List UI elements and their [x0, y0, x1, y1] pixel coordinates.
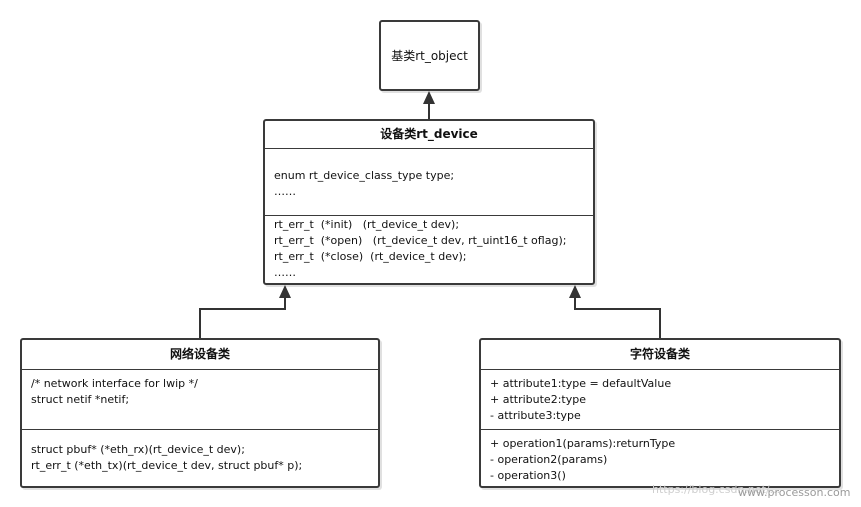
operation-line: + operation1(params):returnType [490, 437, 676, 450]
operations-section: struct pbuf* (*eth_rx)(rt_device_t dev);… [22, 438, 378, 478]
attribute-line: + attribute1:type = defaultValue [490, 377, 672, 390]
class-title: 基类rt_object [391, 49, 468, 63]
operation-line: struct pbuf* (*eth_rx)(rt_device_t dev); [31, 443, 245, 456]
attributes-section: + attribute1:type = defaultValue + attri… [481, 372, 839, 428]
attributes-section: enum rt_device_class_type type; …… [265, 164, 593, 204]
operation-line: …… [274, 266, 296, 279]
attribute-line: - attribute3:type [490, 409, 581, 422]
watermark-site: www.processon.com [738, 486, 851, 499]
operation-line: - operation2(params) [490, 453, 608, 466]
operation-line: rt_err_t (*close) (rt_device_t dev); [274, 250, 467, 263]
divider [265, 148, 593, 149]
divider [22, 429, 378, 430]
operation-line: rt_err_t (*eth_tx)(rt_device_t dev, stru… [31, 459, 303, 472]
operations-section: rt_err_t (*init) (rt_device_t dev); rt_e… [265, 215, 593, 285]
attribute-line: enum rt_device_class_type type; [274, 169, 455, 182]
divider [265, 215, 593, 216]
class-char-device[interactable]: 字符设备类 + attribute1:type = defaultValue +… [479, 338, 841, 488]
attribute-line: …… [274, 185, 296, 198]
attribute-line: /* network interface for lwip */ [31, 377, 198, 390]
divider [481, 369, 839, 370]
class-title: 设备类rt_device [380, 127, 478, 141]
divider [22, 369, 378, 370]
arrowhead-device-left [279, 285, 291, 298]
divider [481, 429, 839, 430]
class-rt-device[interactable]: 设备类rt_device enum rt_device_class_type t… [263, 119, 595, 285]
operation-line: rt_err_t (*init) (rt_device_t dev); [274, 218, 460, 231]
class-title: 网络设备类 [169, 347, 230, 361]
watermark-faded: https://blog.csdn.net/... [652, 483, 781, 496]
attribute-line: struct netif *netif; [31, 393, 130, 406]
arrowhead-device-right [569, 285, 581, 298]
inherit-line-char-to-device [574, 298, 661, 338]
operation-line: rt_err_t (*open) (rt_device_t dev, rt_ui… [274, 234, 567, 247]
operation-line: - operation3() [490, 469, 566, 482]
arrowhead-base [423, 91, 435, 104]
attribute-line: + attribute2:type [490, 393, 586, 406]
attributes-section: /* network interface for lwip */ struct … [22, 372, 378, 412]
class-net-device[interactable]: 网络设备类 /* network interface for lwip */ s… [20, 338, 380, 488]
inherit-line-net-to-device [199, 298, 286, 338]
class-title: 字符设备类 [629, 347, 690, 361]
operations-section: + operation1(params):returnType - operat… [481, 432, 839, 488]
class-base-rt-object[interactable]: 基类rt_object [379, 20, 480, 91]
